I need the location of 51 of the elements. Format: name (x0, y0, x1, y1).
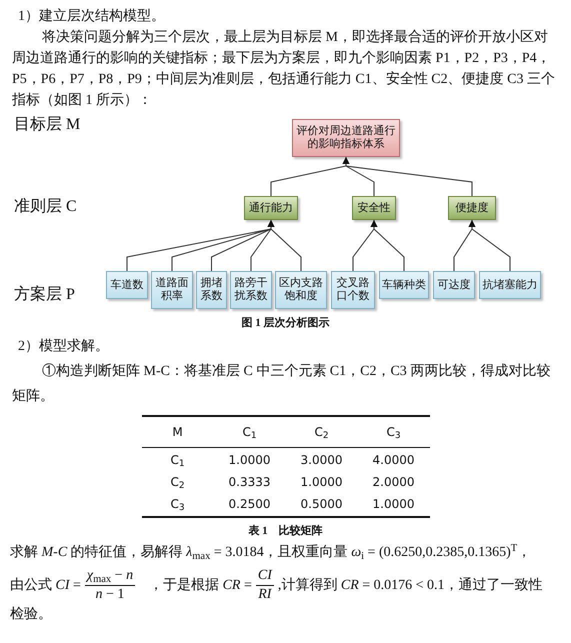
fraction-denominator: RI (258, 586, 272, 604)
factor-box: 路旁干扰系数 (230, 271, 272, 309)
goal-box: 评价对周边道路通行的影响指标体系 (292, 119, 400, 157)
table-cell-text: 1.0000 (372, 496, 416, 512)
section-heading: 1）建立层次结构模型。 (17, 7, 166, 26)
table-cell-text: 1.0000 (300, 474, 344, 490)
factor-box: 拥堵系数 (196, 271, 227, 309)
table-cell-text: 2.0000 (372, 474, 416, 490)
criterion-box: 安全性 (352, 196, 396, 220)
paragraph: ①构造判断矩阵 M-C：将基准层 C 中三个元素 C1，C2，C3 两两比较，得成对比较矩阵。 (12, 362, 552, 406)
level-label: 方案层 P (14, 284, 75, 305)
table-caption: 表 1 比较矩阵 (247, 524, 324, 538)
table-header: C$_{1}$ (241, 424, 258, 440)
table-cell-text: C$_{1}$ (169, 452, 186, 470)
connector-arrow (468, 220, 510, 272)
level-label: 准则层 C (14, 197, 77, 217)
table-cell-text: 1.0000 (228, 452, 272, 468)
table-cell-text: C$_{3}$ (169, 496, 186, 514)
factor-box: 道路面积率 (151, 271, 193, 309)
table-cell-text: 0.3333 (228, 474, 272, 490)
factor-box: 可达度 (433, 271, 475, 299)
formula-text: ，于是根据 CR = (149, 576, 252, 595)
fraction-numerator: χ$_{max}$ − n (84, 567, 136, 586)
factor-box: 抗堵塞能力 (479, 271, 541, 299)
level-label: 目标层 M (14, 115, 80, 135)
factor-box: 交叉路口个数 (331, 271, 375, 309)
factor-box: 车道数 (106, 271, 148, 299)
fraction-denominator: n − 1 (96, 586, 124, 604)
connector-arrow (342, 156, 472, 196)
factor-box: 区内支路饱和度 (275, 271, 327, 309)
section-heading: 2）模型求解。 (17, 338, 110, 356)
factor-box: 车辆种类 (379, 271, 429, 299)
table-header: C$_{2}$ (313, 424, 330, 440)
paragraph: 将决策问题分解为三个层次，最上层为目标层 M，即选择最合适的评价开放小区对周边道路通行的影响的关键指标；最下层为方案层，即九个影响因素 P1，P2，P3，P4，P5，P6，P7，P8，P9；中间层为准则层，包括通行能力 C1、安全性 C2、便捷度 C3 三个指标（如图 1 所示）： (12, 28, 556, 110)
table-cell-text: 3.0000 (300, 452, 344, 468)
table-cell-text: 4.0000 (372, 452, 416, 468)
connector-arrow (268, 220, 302, 272)
criterion-box: 便捷度 (448, 196, 496, 220)
connector-arrow (370, 220, 404, 272)
table-cell-text: C$_{2}$ (169, 474, 186, 492)
table-cell-text: 0.2500 (228, 496, 272, 512)
formula-text: 求解 M-C 的特征值，易解得 λ$_{max}$ = 3.0184，且权重向量 ω$_{i}$ = (0.6250,0.2385,0.1365)$^{T}$， (10, 542, 532, 564)
table-cell-text: 0.5000 (300, 496, 344, 512)
figure-caption: 图 1 层次分析图示 (240, 316, 330, 331)
criterion-box: 通行能力 (244, 196, 298, 220)
formula-text: ,计算得到 CR = 0.0176 < 0.1，通过了一致性 (278, 576, 543, 595)
fraction-numerator: CI (256, 567, 274, 586)
formula-text: 由公式 CI = (10, 576, 81, 595)
table-header: M (171, 424, 184, 440)
table-header: C$_{3}$ (385, 424, 402, 440)
formula-text: 检验。 (10, 606, 53, 624)
